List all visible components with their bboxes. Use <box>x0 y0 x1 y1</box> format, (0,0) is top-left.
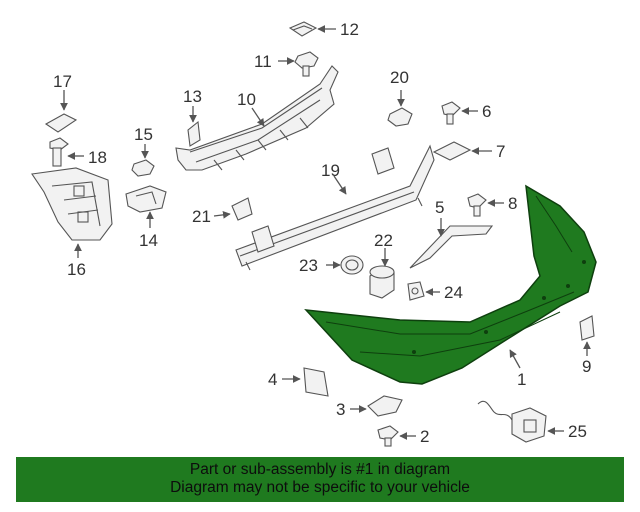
part-19-reinforcement[interactable] <box>235 144 435 271</box>
callout-7: 7 <box>496 142 505 161</box>
callout-25: 25 <box>568 422 587 441</box>
footer-line-2: Diagram may not be specific to your vehi… <box>170 479 470 496</box>
callout-16: 16 <box>67 260 86 279</box>
part-11-bolt[interactable] <box>294 51 319 77</box>
callout-13: 13 <box>183 87 202 106</box>
part-10-bracket[interactable] <box>175 65 339 171</box>
callout-10: 10 <box>237 90 256 109</box>
part-18-bolt[interactable] <box>49 137 69 167</box>
part-16-side-bracket[interactable] <box>31 167 113 241</box>
callout-12: 12 <box>340 20 359 39</box>
callout-2: 2 <box>420 427 429 446</box>
part-3-bracket[interactable] <box>367 395 403 417</box>
footer-line-1: Part or sub-assembly is #1 in diagram <box>189 461 451 478</box>
part-6-bolt[interactable] <box>441 101 461 125</box>
part-24-clip[interactable] <box>407 281 425 301</box>
part-15-nut[interactable] <box>131 159 155 177</box>
part-2-bolt[interactable] <box>377 425 399 447</box>
part-22-sensor-holder[interactable] <box>369 265 395 299</box>
part-9-pad[interactable] <box>579 315 595 341</box>
part-12-clip[interactable] <box>288 21 318 37</box>
callout-5: 5 <box>435 198 444 217</box>
callout-24: 24 <box>444 283 463 302</box>
callout-19: 19 <box>321 161 340 180</box>
callout-3: 3 <box>336 400 345 419</box>
part-21-pad[interactable] <box>231 197 253 221</box>
part-5-bracket[interactable] <box>409 225 494 269</box>
callout-18: 18 <box>88 148 107 167</box>
part-7-pad[interactable] <box>432 141 472 161</box>
callout-17: 17 <box>53 72 72 91</box>
part-20-nut[interactable] <box>387 107 413 127</box>
part-1-bumper-cover[interactable] <box>304 184 597 385</box>
callout-4: 4 <box>268 370 277 389</box>
callout-1: 1 <box>517 370 526 389</box>
callout-8: 8 <box>508 194 517 213</box>
callout-21: 21 <box>192 207 211 226</box>
callout-15: 15 <box>134 125 153 144</box>
part-25-sensor[interactable] <box>477 400 547 443</box>
callout-11: 11 <box>254 52 272 71</box>
footer-banner: Part or sub-assembly is #1 in diagram Di… <box>16 457 624 502</box>
part-14-bracket[interactable] <box>125 185 167 213</box>
callout-14: 14 <box>139 231 158 250</box>
callout-23: 23 <box>299 256 318 275</box>
callout-9: 9 <box>582 357 591 376</box>
part-8-bolt[interactable] <box>467 193 487 217</box>
part-17-pad[interactable] <box>44 113 78 133</box>
part-23-ring[interactable] <box>340 255 364 275</box>
part-13-clip[interactable] <box>187 120 201 147</box>
part-4-pad[interactable] <box>303 367 329 397</box>
callout-6: 6 <box>482 102 491 121</box>
callout-20: 20 <box>390 68 409 87</box>
callout-22: 22 <box>374 231 393 250</box>
